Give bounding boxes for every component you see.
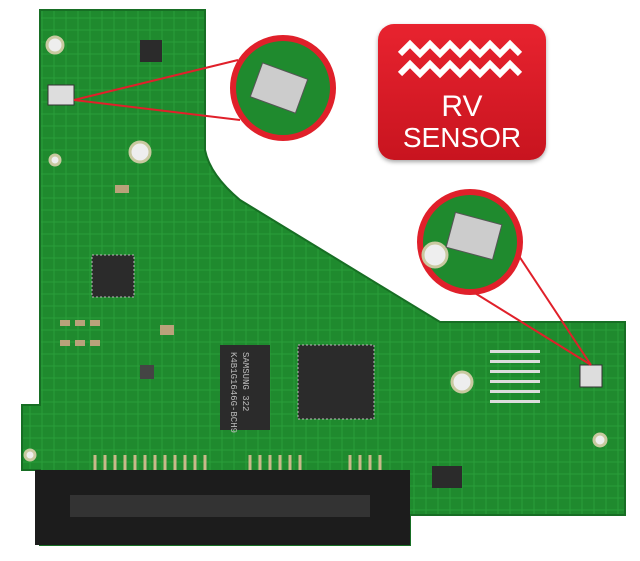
rv-sensor-2 — [579, 364, 603, 388]
ram-chip — [220, 345, 270, 430]
connector-pins — [93, 455, 382, 470]
eeprom-chip — [432, 466, 462, 488]
badge-line-1: RV — [441, 90, 483, 123]
small-chip — [140, 40, 162, 62]
vibration-wave-icon — [397, 39, 523, 79]
callout-lines — [73, 59, 592, 366]
rv-sensor-badge: RV SENSOR — [378, 24, 546, 160]
mounting-holes — [23, 35, 608, 462]
zoom-callout-2 — [417, 189, 523, 295]
smd-components — [60, 185, 174, 379]
rv-sensor-1 — [47, 84, 75, 106]
controller-chip — [297, 344, 375, 420]
zoom-callout-1 — [230, 35, 336, 141]
resistor-array — [490, 350, 540, 403]
ram-chip-part: K4B1G1646G-BCH9 — [228, 352, 238, 434]
motor-driver-chip — [91, 254, 135, 298]
badge-line-2: SENSOR — [402, 122, 522, 153]
connector-slot — [70, 495, 370, 517]
ram-chip-brand: SAMSUNG 322 — [240, 352, 250, 412]
